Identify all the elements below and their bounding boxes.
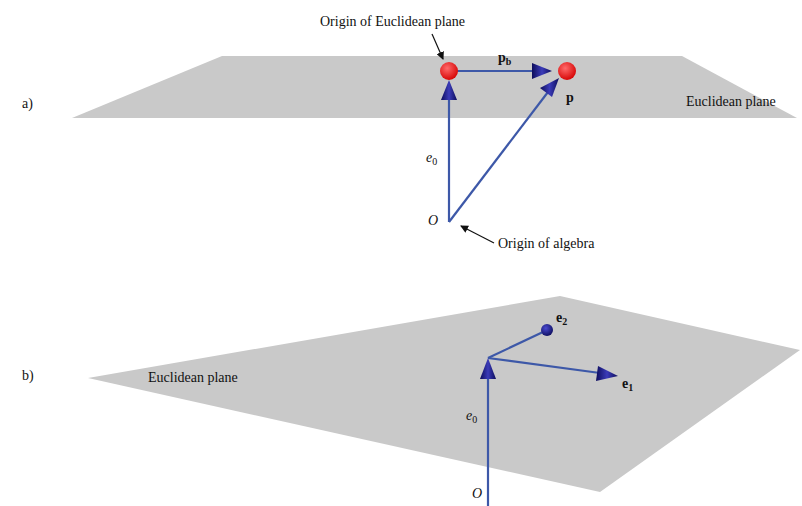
vector-name: e0 xyxy=(426,150,437,166)
euclidean-plane xyxy=(72,56,797,118)
p-vector xyxy=(449,92,548,222)
arrow-cone xyxy=(541,324,553,336)
arrow-cone xyxy=(540,78,559,97)
arrow-cone xyxy=(596,366,618,381)
origin-label: O xyxy=(472,486,482,502)
euclidean-plane xyxy=(88,296,800,492)
e0-vector xyxy=(487,376,489,506)
panel-letter: a) xyxy=(22,96,33,112)
e0-vector xyxy=(448,98,450,222)
arrow-cone xyxy=(480,358,496,379)
panel-letter: b) xyxy=(22,368,34,384)
arrow-cone xyxy=(441,80,457,100)
plane-label: Euclidean plane xyxy=(148,370,238,386)
leader-arrow xyxy=(432,34,443,59)
callout-text: Origin of Euclidean plane xyxy=(320,14,465,30)
origin-label: O xyxy=(428,213,438,229)
vector-name: p xyxy=(566,90,574,106)
leader-arrow xyxy=(461,226,494,243)
pb-vector xyxy=(449,70,534,72)
point-p xyxy=(558,62,576,80)
vector-name: e2 xyxy=(556,310,567,326)
origin-point xyxy=(440,62,458,80)
vector-name: e1 xyxy=(622,376,633,392)
e1-vector xyxy=(488,358,600,373)
vector-name: e0 xyxy=(466,408,477,424)
vector-name: pb xyxy=(498,50,511,66)
plane-label: Euclidean plane xyxy=(686,94,776,110)
e2-vector xyxy=(488,332,543,358)
callout-text: Origin of algebra xyxy=(498,236,594,252)
arrow-cone xyxy=(532,63,552,79)
